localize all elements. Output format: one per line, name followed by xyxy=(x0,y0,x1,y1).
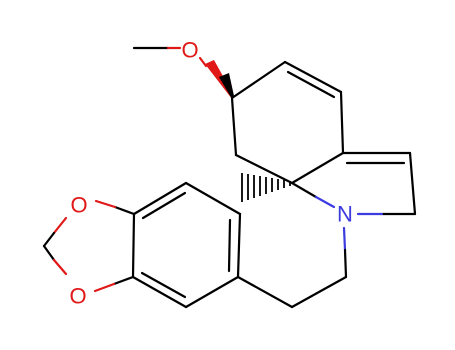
bond-ch2-aryl xyxy=(236,275,294,309)
dioxole-ring xyxy=(42,199,136,293)
bond-spiro-n-blue xyxy=(314,195,336,209)
bond-c2-c3 xyxy=(283,60,343,94)
wedge-bond-methoxy-tail xyxy=(219,73,234,99)
bond-c1-c2 xyxy=(230,60,287,100)
dioxole-bottom-oxygen-label: O xyxy=(69,284,86,309)
bond-ch2-obottom-black xyxy=(42,244,56,262)
bond-b3-b4-inner xyxy=(140,271,187,299)
bond-b5-otop-red xyxy=(94,199,117,209)
bond-b1-b2-inner xyxy=(227,218,232,273)
bond-otop-ch2-red xyxy=(52,216,68,235)
bond-b6-b1 xyxy=(184,181,242,216)
hashed-wedge-bond xyxy=(241,173,291,202)
bond-spiro-n-black xyxy=(290,181,318,199)
pyrroline-ring xyxy=(290,151,417,216)
bond-otop-ch2-black xyxy=(42,231,56,248)
bond-b1-b2 xyxy=(236,212,242,279)
bond-b2-b3 xyxy=(184,275,240,309)
bond-b4-b5 xyxy=(131,212,136,279)
methoxy-group xyxy=(132,46,234,99)
bond-c3-c4 xyxy=(339,90,345,155)
bond-o-ch-half xyxy=(198,56,208,68)
bond-n-ch2-blue xyxy=(342,226,347,252)
bond-c4-spiro xyxy=(290,151,345,185)
bond-b5-b6-inner xyxy=(141,191,187,220)
bond-c2-c3-double xyxy=(286,70,336,99)
bond-c5-c6 xyxy=(408,151,417,216)
bond-b4-obottom-red xyxy=(93,282,116,293)
cyclohexadiene-ring xyxy=(230,60,345,185)
bond-b3-b4 xyxy=(131,275,188,309)
methoxy-oxygen-label: O xyxy=(181,38,198,63)
bond-b5-b6 xyxy=(132,181,188,216)
bond-ch2-c1 xyxy=(230,96,238,157)
bond-b5-otop-black xyxy=(113,205,136,216)
bond-ch2-ch2 xyxy=(290,275,348,309)
bond-spiro-ch2 xyxy=(234,153,294,185)
bond-b4-obottom-black xyxy=(112,275,135,286)
dioxole-top-oxygen-label: O xyxy=(70,193,87,218)
bond-ch2-obottom-red xyxy=(52,258,68,276)
bond-n-ch2-black xyxy=(343,248,348,279)
nitrogen-label: N xyxy=(337,202,353,227)
benzene-ring xyxy=(131,181,242,309)
piperidine-ring xyxy=(236,173,348,309)
